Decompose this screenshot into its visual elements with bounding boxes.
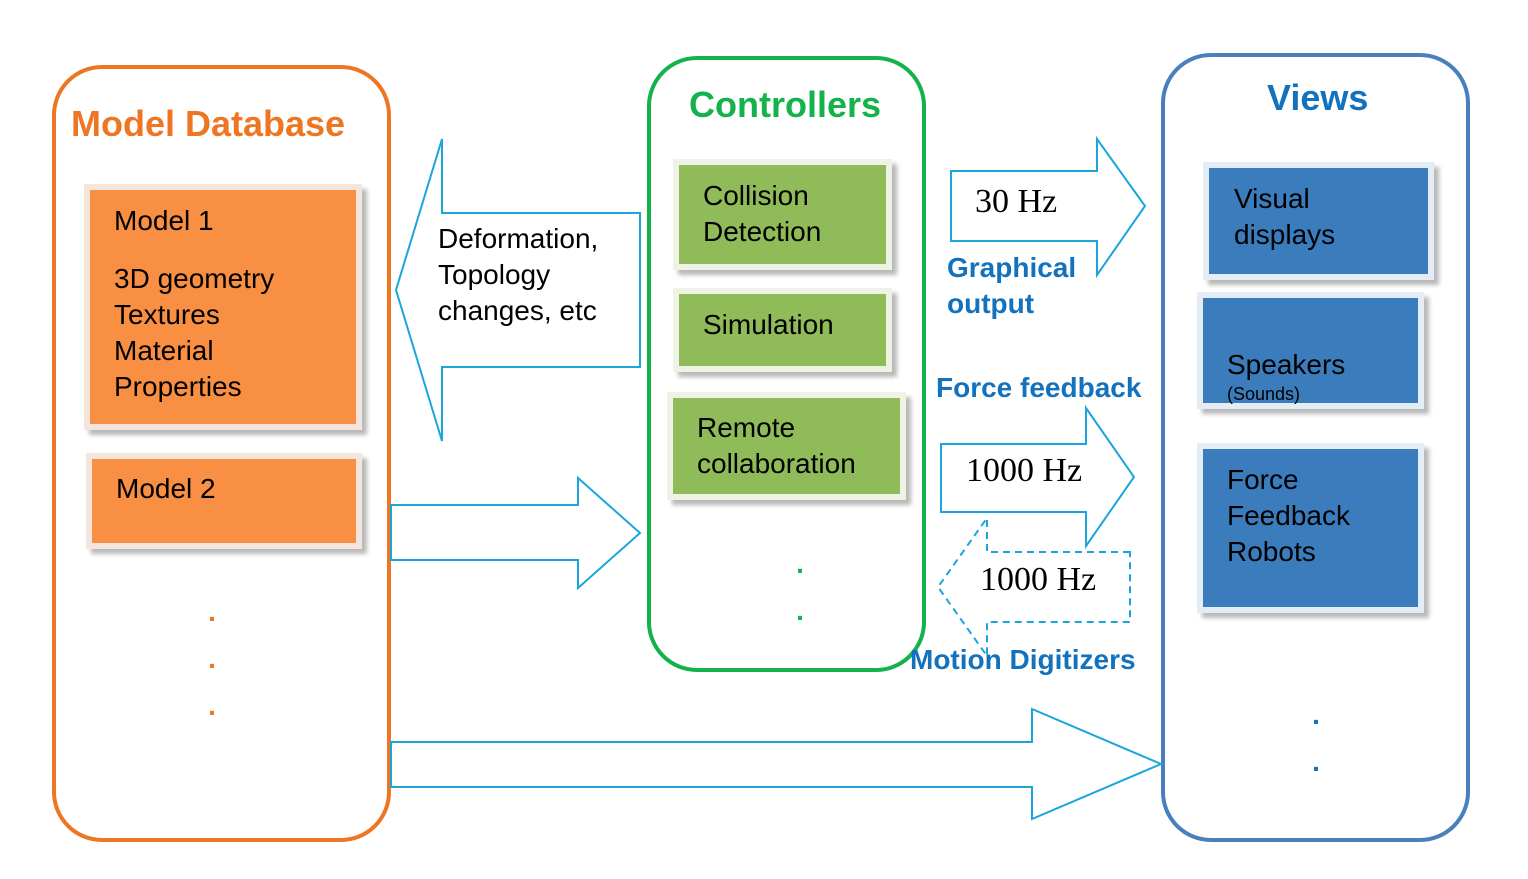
motion-digitizers-arrow <box>936 514 1131 660</box>
visual-displays-box <box>1203 162 1434 280</box>
collision-detection-label: Collision Detection <box>703 180 822 247</box>
model-to-views-arrow <box>390 707 1164 821</box>
speakers-box <box>1197 292 1424 409</box>
model1-title: Model 1 <box>114 205 214 236</box>
speakers-subtitle: (Sounds) <box>1227 384 1301 404</box>
model1-details: 3D geometry Textures Material Properties <box>114 263 275 402</box>
model-to-controllers-arrow <box>390 475 642 591</box>
force-feedback-label: Force feedback <box>936 372 1142 403</box>
controllers-ellipsis: . . <box>796 548 804 626</box>
speakers-title: Speakers <box>1227 349 1346 380</box>
model2-title: Model 2 <box>116 473 216 504</box>
force-feedback-robots-label: Force Feedback Robots <box>1227 464 1350 567</box>
force-feedback-robots-box <box>1197 443 1424 613</box>
deformation-label: Deformation, Topology changes, etc <box>438 223 599 326</box>
deformation-arrow <box>394 138 641 442</box>
remote-collaboration-box <box>667 392 906 500</box>
motion-digitizers-frequency: 1000 Hz <box>980 561 1097 598</box>
model2-box <box>86 453 362 549</box>
remote-collaboration-label: Remote collaboration <box>697 412 856 479</box>
graphical-output-arrow <box>950 135 1147 279</box>
motion-digitizers-label: Motion Digitizers <box>910 644 1136 675</box>
views-title: Views <box>1267 77 1369 118</box>
visual-displays-label: Visual displays <box>1234 183 1336 250</box>
model-database-ellipsis: . . . <box>208 596 216 721</box>
graphical-output-label: Graphical output <box>947 252 1077 319</box>
model1-box <box>84 184 362 430</box>
collision-detection-box <box>673 159 892 270</box>
speakers-label: Speakers (Sounds) <box>1227 311 1345 441</box>
graphical-output-frequency: 30 Hz <box>975 183 1058 220</box>
force-feedback-frequency: 1000 Hz <box>966 452 1083 489</box>
force-feedback-arrow <box>940 404 1136 550</box>
simulation-box <box>673 288 892 372</box>
simulation-label: Simulation <box>703 309 834 340</box>
model-database-title: Model Database <box>71 103 346 144</box>
controllers-title: Controllers <box>689 84 882 125</box>
views-ellipsis: . . <box>1312 699 1320 777</box>
